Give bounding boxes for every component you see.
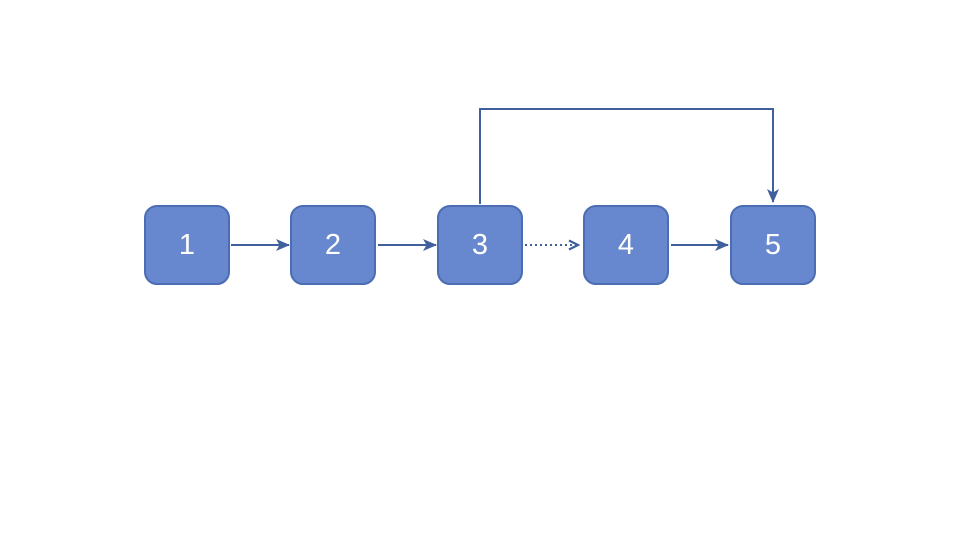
flowchart-node-4: 4 bbox=[583, 205, 669, 285]
node-4-label: 4 bbox=[617, 228, 635, 261]
flowchart-node-2: 2 bbox=[290, 205, 376, 285]
flowchart-node-5: 5 bbox=[730, 205, 816, 285]
flowchart-node-1: 1 bbox=[144, 205, 230, 285]
node-5-label: 5 bbox=[764, 228, 782, 261]
edge-3-to-5-skip-connector bbox=[479, 108, 779, 204]
node-2-label: 2 bbox=[324, 228, 342, 261]
node-3-label: 3 bbox=[471, 228, 489, 261]
node-1-label: 1 bbox=[178, 228, 196, 261]
flowchart-node-3: 3 bbox=[437, 205, 523, 285]
